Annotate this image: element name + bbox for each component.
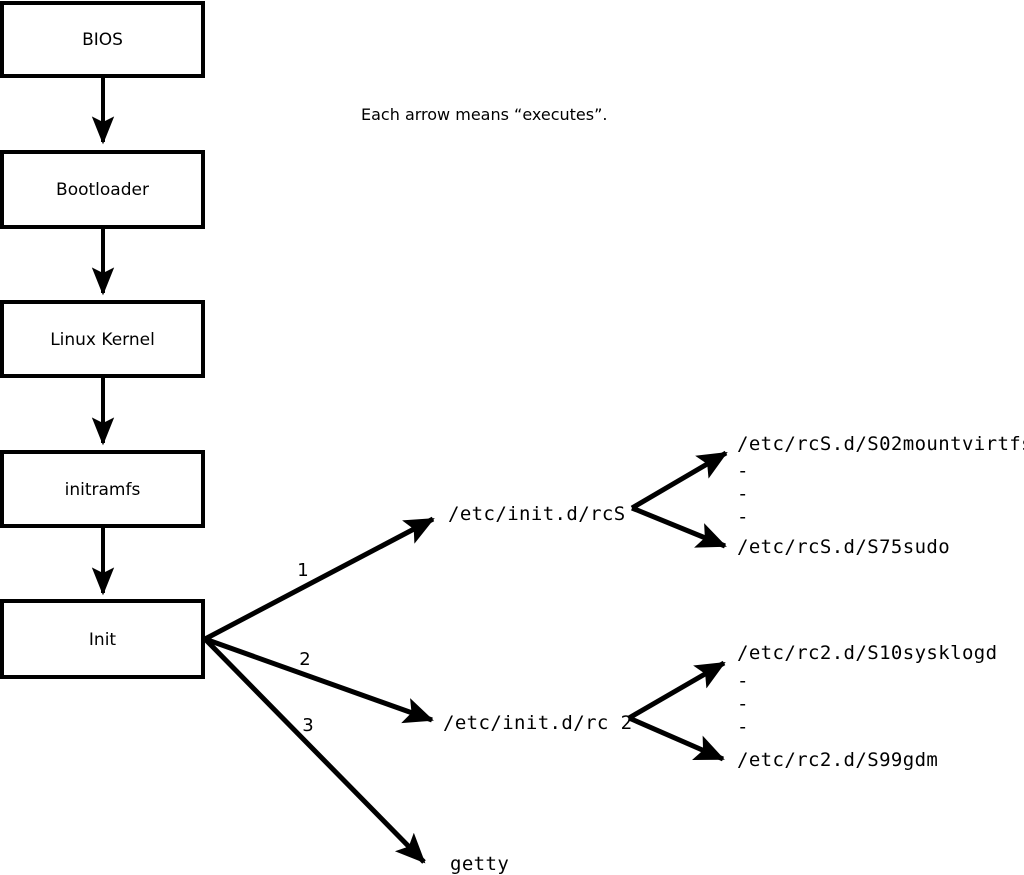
arrow-init-to-rcs bbox=[203, 516, 435, 642]
arrow-rc2-to-first-script bbox=[627, 660, 726, 721]
process-box-bios-label: BIOS bbox=[82, 30, 123, 50]
process-box-bootloader[interactable]: Bootloader bbox=[0, 150, 205, 229]
caption-text: Each arrow means “executes”. bbox=[361, 105, 607, 124]
process-box-initramfs[interactable]: initramfs bbox=[0, 450, 205, 528]
branch-number-3: 3 bbox=[302, 715, 313, 736]
rc2-ellipsis-dash-3: - bbox=[737, 716, 748, 738]
branch-number-1: 1 bbox=[297, 560, 308, 581]
node-label-rc2[interactable]: /etc/init.d/rc 2 bbox=[443, 712, 632, 734]
arrow-init-to-getty bbox=[203, 637, 426, 864]
process-box-linux-kernel[interactable]: Linux Kernel bbox=[0, 300, 205, 378]
process-box-bios[interactable]: BIOS bbox=[0, 1, 205, 78]
rcs-ellipsis-dash-3: - bbox=[737, 506, 748, 528]
rcs-script-last: /etc/rcS.d/S75sudo bbox=[737, 536, 950, 558]
rcs-script-first: /etc/rcS.d/S02mountvirtfs bbox=[737, 433, 1024, 455]
process-box-initramfs-label: initramfs bbox=[65, 480, 141, 500]
rc2-script-first: /etc/rc2.d/S10sysklogd bbox=[737, 642, 997, 664]
rcs-ellipsis-dash-2: - bbox=[737, 483, 748, 505]
arrow-init-to-rc2 bbox=[204, 636, 434, 724]
rc2-script-last: /etc/rc2.d/S99gdm bbox=[737, 749, 938, 771]
branch-number-2: 2 bbox=[299, 649, 310, 670]
arrow-rcs-to-last-script bbox=[631, 505, 727, 549]
process-box-linux-kernel-label: Linux Kernel bbox=[50, 330, 155, 350]
rc2-ellipsis-dash-2: - bbox=[737, 693, 748, 715]
process-box-init[interactable]: Init bbox=[0, 599, 205, 679]
process-box-init-rect bbox=[0, 599, 205, 679]
node-label-getty[interactable]: getty bbox=[450, 853, 509, 875]
process-box-bootloader-rect bbox=[0, 150, 205, 229]
node-label-rcs[interactable]: /etc/init.d/rcS bbox=[448, 503, 626, 525]
process-box-linux-kernel-rect bbox=[0, 300, 205, 378]
rcs-ellipsis-dash-1: - bbox=[737, 460, 748, 482]
rc2-ellipsis-dash-1: - bbox=[737, 670, 748, 692]
arrow-rc2-to-last-script bbox=[628, 715, 725, 762]
arrow-rcs-to-first-script bbox=[630, 450, 728, 511]
process-box-bootloader-label: Bootloader bbox=[56, 180, 149, 200]
process-box-init-label: Init bbox=[89, 630, 117, 650]
process-box-bios-rect bbox=[0, 1, 205, 78]
